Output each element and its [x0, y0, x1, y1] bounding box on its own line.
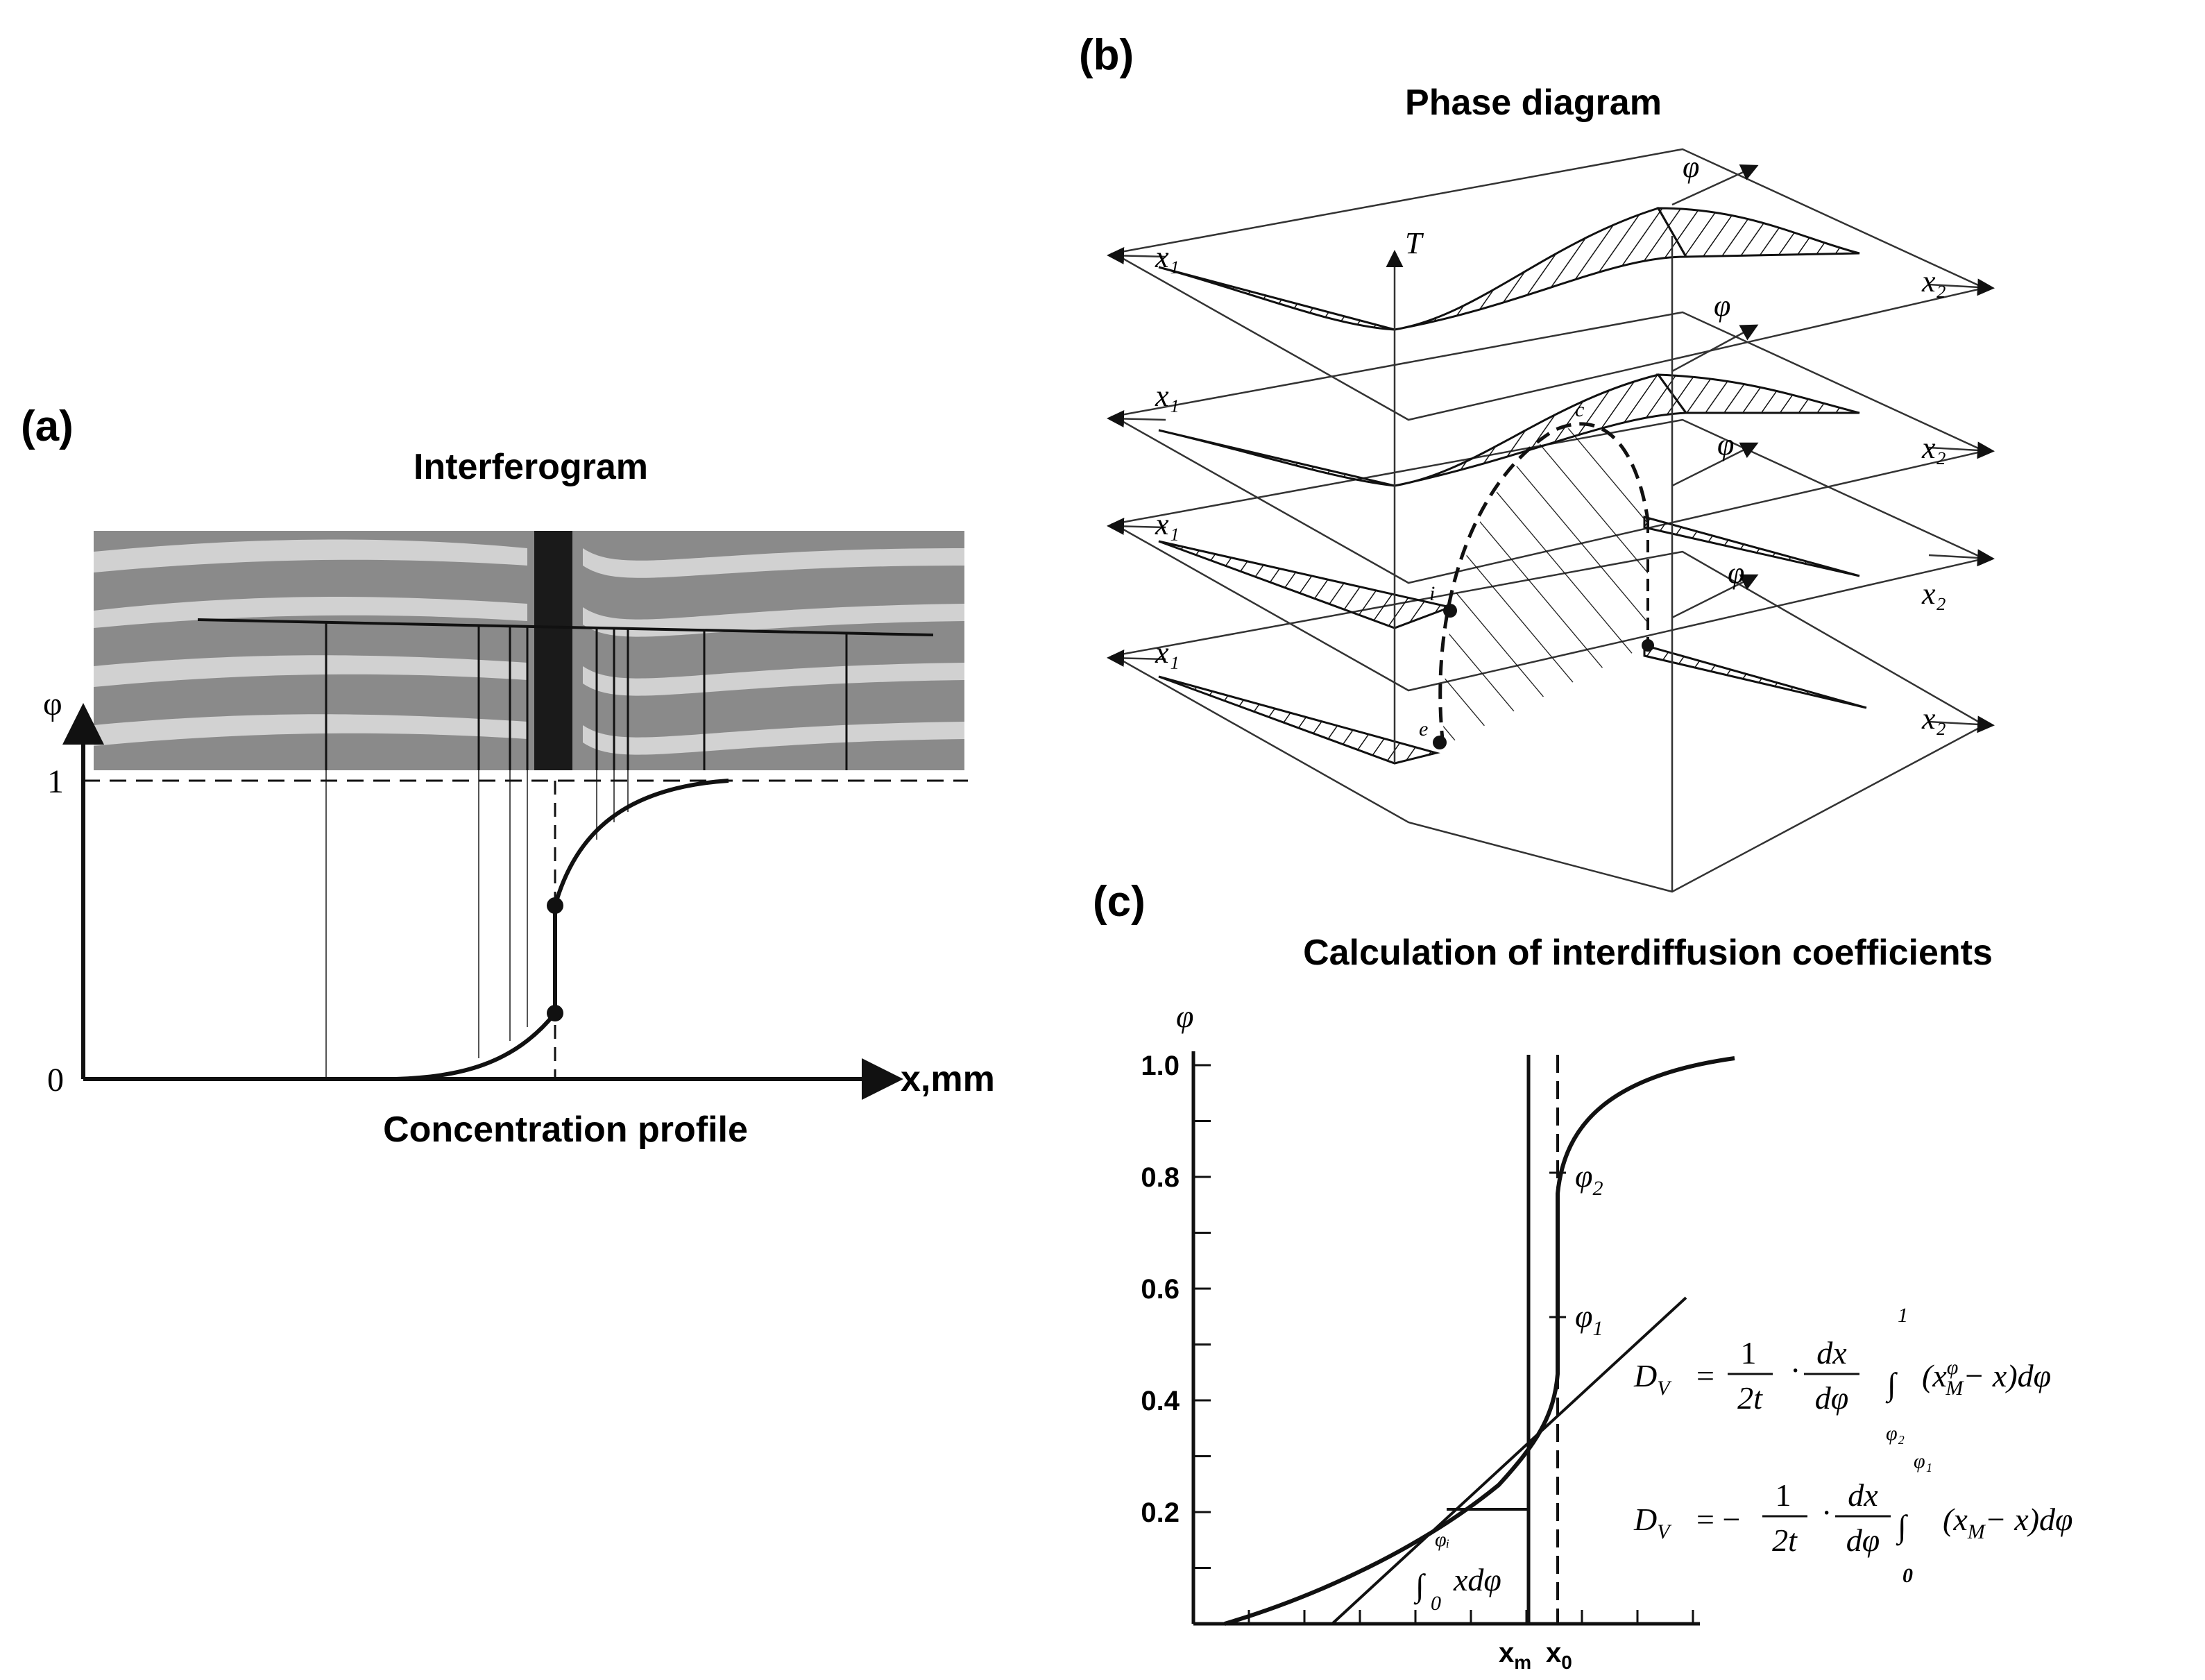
svg-text:φ₁: φ₁: [1914, 1450, 1932, 1473]
svg-text:dφ: dφ: [1815, 1380, 1848, 1416]
c-y-tick-label: 1.0: [1141, 1051, 1180, 1081]
plane2-right-label: x₂: [1921, 431, 1946, 465]
phase-diagram-title: Phase diagram: [1405, 83, 1662, 123]
plane3-phi-label: φ: [1717, 427, 1734, 461]
c-y-tick-label: 0.4: [1141, 1386, 1180, 1416]
interface-dark-band: [534, 531, 572, 770]
svg-text:DV: DV: [1633, 1502, 1672, 1543]
panel-b-label: (b): [1079, 31, 1134, 79]
two-phase-region: [1443, 427, 1648, 746]
svg-text:·: ·: [1821, 1495, 1832, 1530]
plane1-left-label: x₁: [1155, 240, 1180, 274]
svg-text:dx: dx: [1816, 1335, 1847, 1371]
svg-text:=: =: [1696, 1358, 1714, 1393]
fringe-bands: [94, 539, 964, 755]
phase-boundary-dashed: [1438, 422, 1650, 747]
xm-label: xm: [1499, 1638, 1531, 1673]
svg-text:∫: ∫: [1896, 1509, 1908, 1546]
c-y-tick-label: 0.8: [1141, 1162, 1180, 1193]
formula-2: DV = − 1 2t · dx dφ ∫ φ₁ 0 (xM− x)dφ: [1633, 1450, 2072, 1587]
plane4-point: [1433, 736, 1447, 749]
x-axis-label: x,mm: [901, 1059, 995, 1099]
level-one-label: 1: [47, 763, 64, 800]
mark-i: i: [1429, 582, 1435, 605]
panel-c: (c) Calculation of interdiffusion coeffi…: [1093, 878, 2072, 1673]
phi-axis-symbol: φ: [43, 686, 62, 722]
integral-lower: 0: [1431, 1592, 1441, 1615]
plane3-point: [1443, 604, 1457, 618]
svg-text:dx: dx: [1848, 1477, 1878, 1513]
mark-e: e: [1419, 718, 1428, 740]
plane4-left-label: x₁: [1155, 636, 1180, 670]
plane2-phi-label: φ: [1714, 289, 1730, 323]
svg-text:2t: 2t: [1737, 1380, 1763, 1416]
svg-text:·: ·: [1790, 1352, 1800, 1388]
integral-upper: φᵢ: [1435, 1528, 1449, 1551]
upper-phase-point: [547, 897, 563, 914]
c-y-tick-label: 0.6: [1141, 1274, 1180, 1305]
svg-text:(xM− x)dφ: (xM− x)dφ: [1943, 1502, 2072, 1543]
c-x-ticks: [1248, 1610, 1694, 1624]
right-boundary-point: [1642, 639, 1654, 652]
projection-lines: [325, 770, 629, 1079]
panel-a-label: (a): [21, 402, 74, 450]
svg-text:2t: 2t: [1772, 1522, 1798, 1558]
plane3-left-label: x₁: [1155, 507, 1180, 541]
plane4-right-label: x₂: [1921, 702, 1946, 736]
svg-text:dφ: dφ: [1846, 1522, 1880, 1558]
x0-label: x0: [1546, 1638, 1572, 1673]
phi1-label: φ1: [1575, 1298, 1603, 1340]
calculation-title: Calculation of interdiffusion coefficien…: [1303, 933, 1993, 973]
temperature-axis-label: T: [1405, 226, 1424, 260]
plane1-phi-label: φ: [1683, 150, 1699, 184]
tangent-line: [1331, 1296, 1687, 1625]
interferogram-verticals: [325, 622, 848, 770]
plane2-left-label: x₁: [1155, 379, 1180, 413]
interferogram-title: Interferogram: [414, 447, 648, 487]
svg-text:= −: = −: [1696, 1502, 1740, 1537]
svg-text:1: 1: [1898, 1304, 1908, 1327]
concentration-profile-caption: Concentration profile: [383, 1110, 748, 1150]
svg-text:φ₂: φ₂: [1886, 1422, 1905, 1445]
plane1-right-label: x₂: [1921, 264, 1946, 298]
svg-text:1: 1: [1776, 1477, 1791, 1513]
integral-body: xdφ: [1453, 1562, 1501, 1597]
svg-text:(xφM− x)dφ: (xφM− x)dφ: [1922, 1356, 2051, 1400]
lower-phase-point: [547, 1005, 563, 1021]
panel-b: (b) Phase diagram T: [1079, 31, 1995, 893]
mark-c: c: [1575, 398, 1584, 421]
c-y-tick-label: 0.2: [1141, 1497, 1180, 1528]
plane4-phi-label: φ: [1728, 556, 1744, 590]
plane-axes: [1107, 164, 1995, 733]
integral-annotation: ∫ φᵢ 0 xdφ: [1413, 1528, 1501, 1615]
panel-a: (a) Interferogram: [21, 402, 995, 1150]
level-zero-label: 0: [47, 1062, 64, 1098]
panel-c-label: (c): [1093, 878, 1146, 926]
interferogram-image: [94, 531, 964, 770]
c-y-ticks: 1.0 0.8 0.6 0.4 0.2: [1141, 1051, 1211, 1569]
svg-text:0: 0: [1902, 1564, 1913, 1587]
phi2-label: φ2: [1575, 1158, 1603, 1200]
svg-text:∫: ∫: [1413, 1568, 1426, 1605]
plane-labels: x₁ x₂ φ x₁ x₂ φ x₁ x₂ φ x₁ x₂ φ: [1155, 150, 1946, 736]
concentration-curve: [395, 779, 729, 1081]
plane3-right-label: x₂: [1921, 577, 1946, 611]
svg-text:∫: ∫: [1885, 1366, 1898, 1404]
svg-text:1: 1: [1741, 1335, 1757, 1371]
c-phi-symbol: φ: [1176, 999, 1193, 1034]
svg-text:DV: DV: [1633, 1358, 1672, 1400]
